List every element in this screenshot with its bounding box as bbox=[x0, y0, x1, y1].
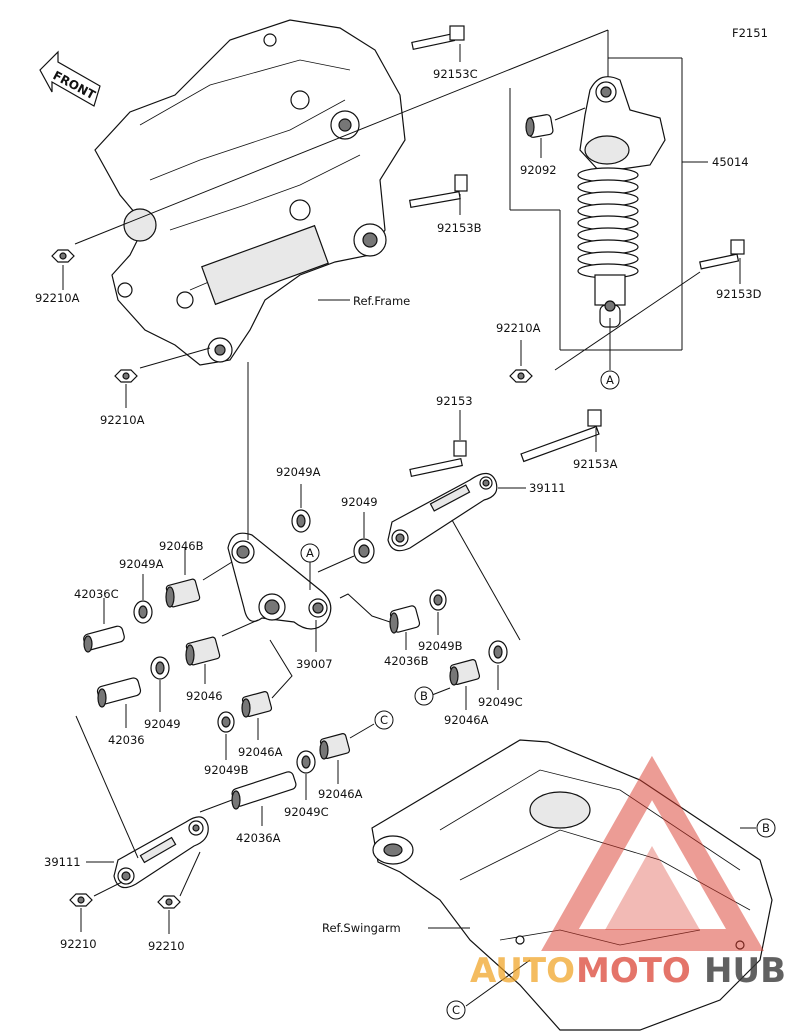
nut-92210a-upper bbox=[51, 249, 75, 263]
label-92153d: 92153D bbox=[716, 287, 762, 301]
label-39007: 39007 bbox=[296, 657, 333, 671]
callout-a-shock bbox=[600, 370, 620, 390]
callout-b-left bbox=[414, 686, 434, 706]
tie-rod-39111-lower bbox=[113, 816, 209, 889]
label-92153b: 92153B bbox=[437, 221, 482, 235]
callout-c-upper-text: C bbox=[380, 713, 388, 727]
bolt-92153b bbox=[408, 174, 468, 208]
label-92049-top: 92049 bbox=[341, 495, 378, 509]
label-92153: 92153 bbox=[436, 394, 473, 408]
callout-b-left-text: B bbox=[420, 689, 428, 703]
bolt-92153d bbox=[699, 239, 745, 270]
label-92049a-top: 92049A bbox=[276, 465, 321, 479]
label-92049c-low: 92049C bbox=[284, 805, 329, 819]
watermark-moto: MOTO bbox=[576, 951, 691, 991]
label-92210-left: 92210 bbox=[60, 937, 97, 951]
washer-92049-left bbox=[150, 656, 170, 680]
nut-92210a-shock bbox=[509, 369, 533, 383]
label-42036a: 42036A bbox=[236, 831, 281, 845]
front-arrow-icon: FRONT bbox=[39, 50, 101, 107]
bearing-92046a-right bbox=[449, 659, 481, 686]
bearing-92046b bbox=[165, 578, 201, 608]
label-39111-lower: 39111 bbox=[44, 855, 81, 869]
label-92046a-mid: 92046A bbox=[238, 745, 283, 759]
washer-92049a-left bbox=[133, 600, 153, 624]
washer-92049-top bbox=[353, 538, 375, 564]
bolt-92153 bbox=[409, 440, 467, 478]
bearing-92046a-low bbox=[319, 733, 351, 760]
nut-92210a-lower bbox=[114, 369, 138, 383]
label-92049b-mid: 92049B bbox=[204, 763, 249, 777]
washer-92049c-low bbox=[296, 750, 316, 774]
label-92210a-shock: 92210A bbox=[496, 321, 541, 335]
callout-a-shock-text: A bbox=[606, 373, 614, 387]
label-92046a-right: 92046A bbox=[444, 713, 489, 727]
label-42036: 42036 bbox=[108, 733, 145, 747]
label-92092: 92092 bbox=[520, 163, 557, 177]
nut-92210-right bbox=[157, 895, 181, 909]
callout-c-upper bbox=[374, 710, 394, 730]
collar-42036c bbox=[83, 625, 125, 653]
label-92046-left: 92046 bbox=[186, 689, 223, 703]
figure-code: F2151 bbox=[732, 26, 768, 40]
label-92153c: 92153C bbox=[433, 67, 478, 81]
label-92049-left: 92049 bbox=[144, 717, 181, 731]
label-92210a-upper: 92210A bbox=[35, 291, 80, 305]
callout-b-right bbox=[756, 818, 776, 838]
washer-92049b-right bbox=[429, 589, 447, 611]
watermark-auto: AUTO bbox=[470, 951, 575, 991]
frame-drawing bbox=[94, 19, 406, 366]
label-92210-right: 92210 bbox=[148, 939, 185, 953]
label-92049a-left: 92049A bbox=[119, 557, 164, 571]
label-42036c: 42036C bbox=[74, 587, 119, 601]
ref-swingarm-label: Ref.Swingarm bbox=[322, 921, 401, 935]
collar-42036b bbox=[389, 605, 421, 634]
callout-b-right-text: B bbox=[762, 821, 770, 835]
nut-92210-left bbox=[69, 893, 93, 907]
washer-92049c-right bbox=[488, 640, 508, 664]
label-45014: 45014 bbox=[712, 155, 749, 169]
callout-c-lower bbox=[446, 1000, 466, 1020]
bolt-92153c bbox=[411, 25, 465, 50]
label-92049c-right: 92049C bbox=[478, 695, 523, 709]
bolt-92153a bbox=[520, 409, 602, 463]
callout-a-rocker-text: A bbox=[306, 546, 314, 560]
label-92153a: 92153A bbox=[573, 457, 618, 471]
label-92049b-right: 92049B bbox=[418, 639, 463, 653]
label-92210a-lower: 92210A bbox=[100, 413, 145, 427]
label-39111-upper: 39111 bbox=[529, 481, 566, 495]
automotohub-watermark-logo: AUTO MOTO HUB bbox=[470, 755, 786, 991]
label-92046b: 92046B bbox=[159, 539, 204, 553]
shock-absorber-45014 bbox=[577, 76, 666, 328]
washer-92049b-mid bbox=[217, 711, 235, 733]
bearing-92046-left bbox=[185, 636, 221, 666]
bushing-92092 bbox=[525, 114, 554, 138]
bearing-92046a-mid bbox=[241, 691, 273, 718]
washer-92049a-top bbox=[291, 509, 311, 533]
label-92046a-low: 92046A bbox=[318, 787, 363, 801]
ref-frame-label: Ref.Frame bbox=[353, 294, 410, 308]
watermark-hub: HUB bbox=[704, 951, 786, 991]
rocker-arm-39007 bbox=[227, 532, 332, 630]
collar-42036 bbox=[96, 677, 142, 708]
label-42036b: 42036B bbox=[384, 654, 429, 668]
callout-c-lower-text: C bbox=[452, 1003, 460, 1017]
tie-rod-39111-upper bbox=[387, 472, 498, 552]
